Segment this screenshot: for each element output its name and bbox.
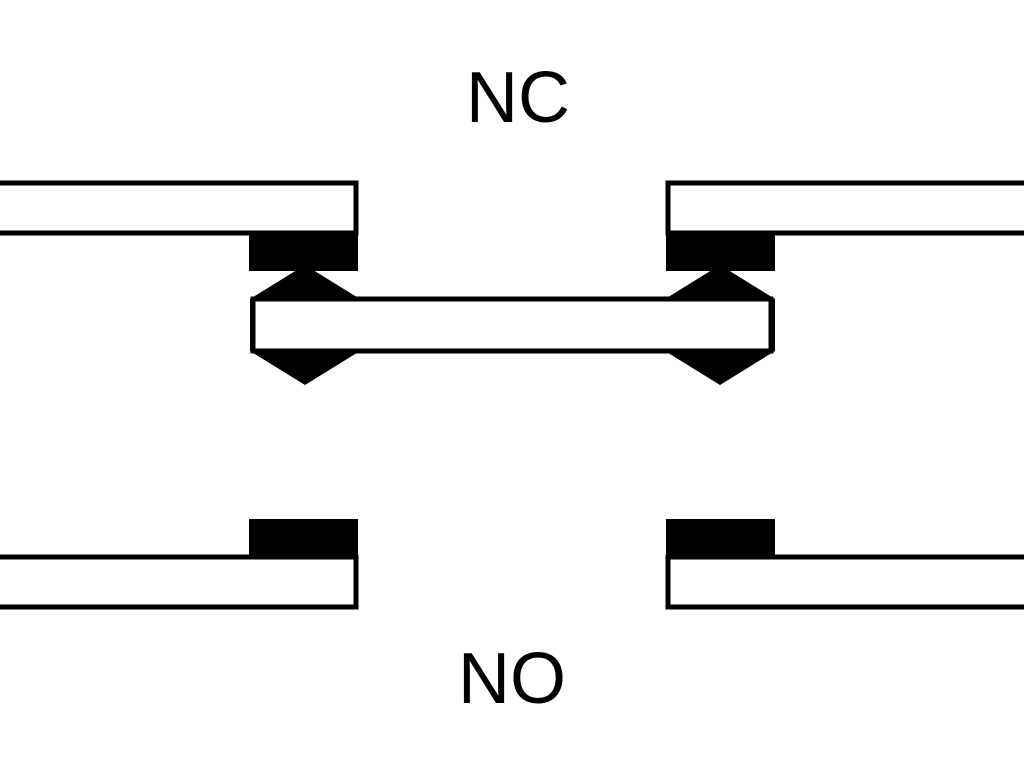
nc-label: NC — [466, 58, 570, 138]
no-left-contact-pad — [249, 519, 358, 557]
nc-left-terminal — [0, 180, 359, 271]
no-left-terminal-bar — [0, 554, 359, 610]
nc-left-terminal-bar — [0, 180, 359, 236]
no-right-contact-pad — [666, 519, 775, 557]
nc-right-terminal-bar — [665, 180, 1024, 236]
no-right-terminal-bar — [665, 554, 1024, 610]
nc-right-terminal — [665, 180, 1024, 271]
nc-left-contact-pad — [249, 233, 358, 271]
nc-right-contact-pad — [666, 233, 775, 271]
no-right-terminal — [665, 519, 1024, 610]
bridge-bar — [250, 296, 774, 354]
no-label: NO — [458, 639, 566, 719]
no-left-terminal — [0, 519, 359, 610]
movable-bridge — [250, 265, 775, 385]
